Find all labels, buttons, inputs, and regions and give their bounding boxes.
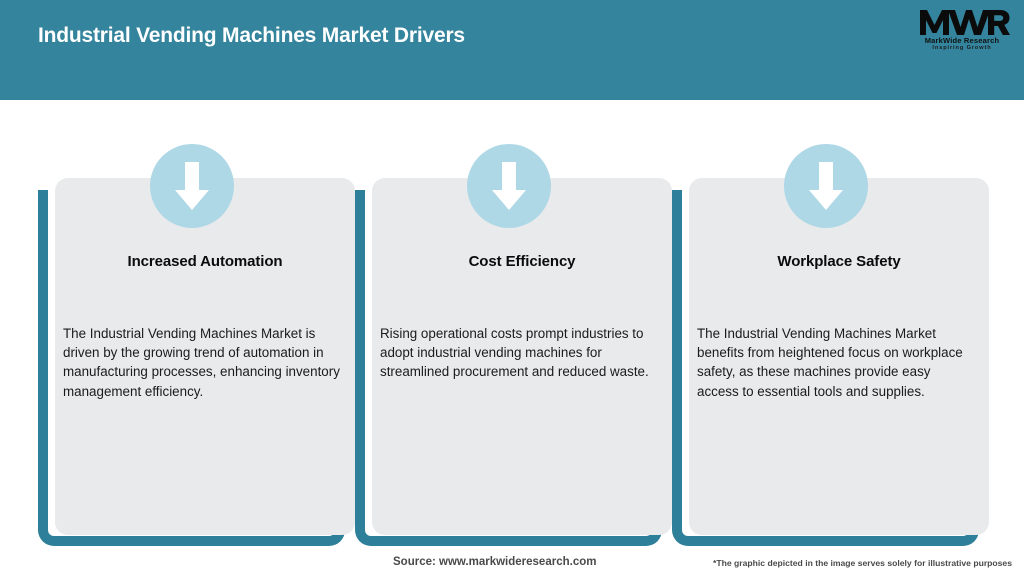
header-bar: Industrial Vending Machines Market Drive…: [0, 0, 1024, 100]
page-title: Industrial Vending Machines Market Drive…: [38, 24, 465, 47]
card-title: Workplace Safety: [777, 253, 901, 270]
card-surface: Workplace Safety The Industrial Vending …: [689, 178, 989, 535]
disclaimer-note: *The graphic depicted in the image serve…: [713, 558, 1012, 568]
driver-card-3[interactable]: Workplace Safety The Industrial Vending …: [672, 144, 992, 546]
driver-card-2[interactable]: Cost Efficiency Rising operational costs…: [355, 144, 675, 546]
driver-card-1[interactable]: Increased Automation The Industrial Vend…: [38, 144, 358, 546]
card-body-text: The Industrial Vending Machines Market b…: [697, 326, 963, 399]
logo-mwr-mark-icon: [914, 8, 1010, 36]
card-title: Cost Efficiency: [468, 253, 576, 270]
card-surface: Cost Efficiency Rising operational costs…: [372, 178, 672, 535]
card-surface: Increased Automation The Industrial Vend…: [55, 178, 355, 535]
logo-tagline: Inspiring Growth: [932, 44, 992, 51]
brand-logo[interactable]: MarkWide Research Inspiring Growth: [914, 8, 1010, 54]
card-body-text: The Industrial Vending Machines Market i…: [63, 326, 340, 399]
card-title: Increased Automation: [127, 253, 283, 270]
logo-company-name: MarkWide Research: [924, 36, 1000, 45]
source-label[interactable]: Source: www.markwideresearch.com: [393, 556, 597, 568]
down-arrow-icon: [784, 144, 868, 228]
card-body-text: Rising operational costs prompt industri…: [380, 326, 649, 380]
down-arrow-icon: [467, 144, 551, 228]
down-arrow-icon: [150, 144, 234, 228]
